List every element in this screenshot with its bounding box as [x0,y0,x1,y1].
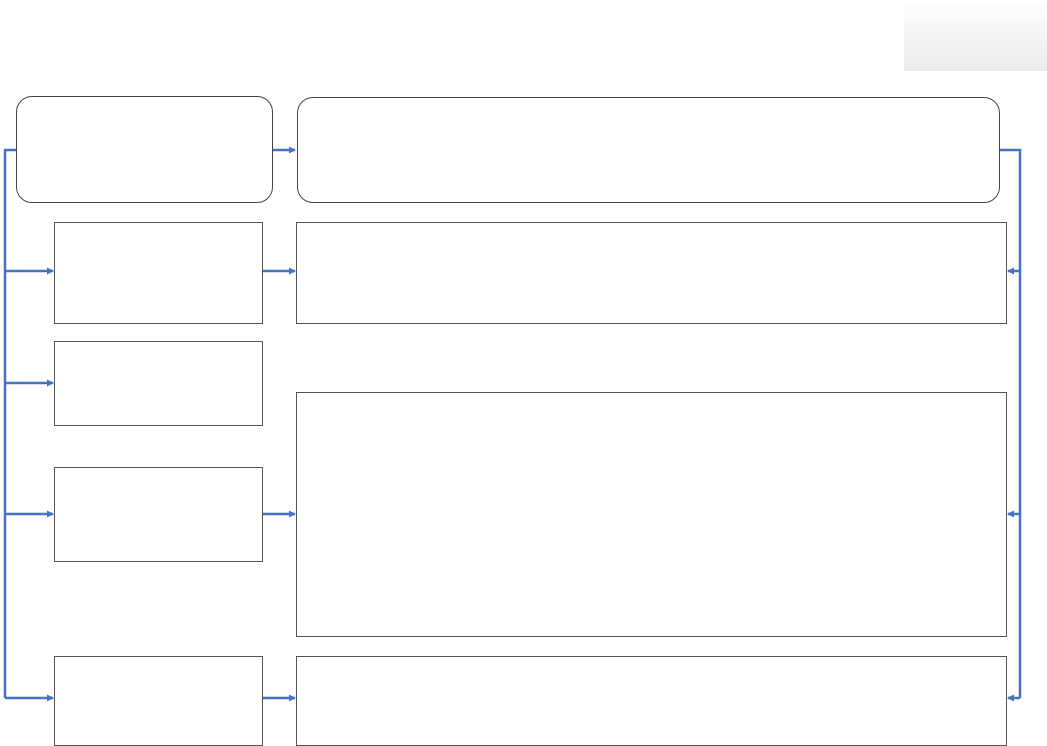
row4-right-box [296,656,1007,746]
corner-shade [904,0,1047,71]
row4-left-box [54,656,263,746]
row1-right-box [296,222,1007,324]
left-spine-line [3,148,16,698]
right-spine-line [1000,148,1022,698]
header-left-box [16,96,273,203]
row1-left-box [54,222,263,324]
header-right-box [297,97,1000,203]
row23-right-box [296,392,1007,637]
row3-left-box [54,467,263,562]
row2-left-box [54,341,263,426]
